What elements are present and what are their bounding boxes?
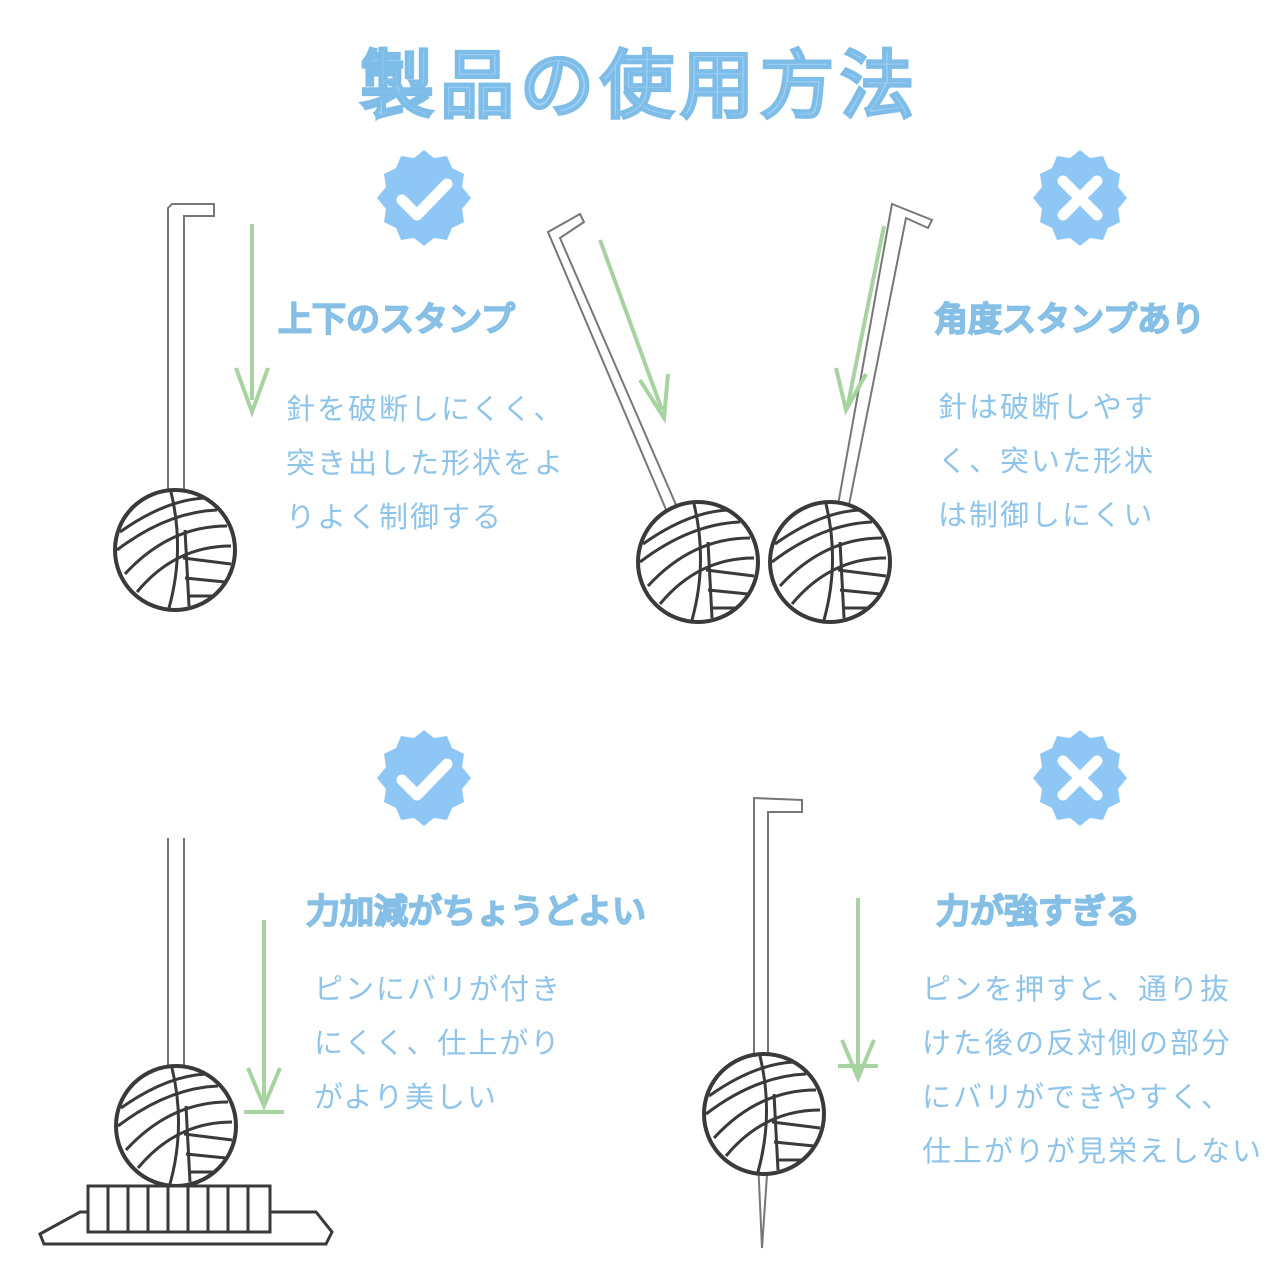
description-line: りよく制御する [286, 500, 504, 534]
yarn-ball-3 [768, 500, 892, 624]
section-heading-correct-pressure: 力加減がちょうどよい [305, 891, 647, 933]
needle-angled-right [834, 202, 934, 522]
description-line: にバリができやすく、 [922, 1080, 1233, 1114]
section-description-correct-pressure: ピンにバリが付き にくく、仕上がり がより美しい [314, 962, 562, 1124]
cross-badge-icon [1033, 730, 1127, 826]
section-description-too-strong: ピンを押すと、通り抜 けた後の反対側の部分 にバリができやすく、 仕上がりが見栄… [922, 962, 1263, 1178]
arrow-down-5 [838, 898, 878, 1084]
description-line: く、突いた形状 [938, 444, 1156, 478]
foam-mat [38, 1184, 334, 1246]
description-line: ピンにバリが付き [314, 972, 563, 1006]
section-description-angled: 針は破断しやす く、突いた形状 は制御しにくい [938, 380, 1155, 542]
section-heading-up-down: 上下のスタンプ [277, 299, 515, 341]
arrow-diagonal-2 [598, 239, 670, 425]
yarn-ball-4 [114, 1064, 238, 1188]
arrow-diagonal-3 [834, 225, 886, 416]
section-heading-angled: 角度スタンプあり [933, 299, 1205, 341]
checkmark-badge-icon [377, 730, 471, 826]
needle-too-strong [753, 796, 803, 1249]
description-line: 針は破断しやす [938, 390, 1155, 424]
arrow-down-4 [244, 920, 284, 1114]
description-line: 針を破断しにくく、 [286, 392, 565, 426]
section-heading-too-strong: 力が強すぎる [935, 891, 1141, 933]
description-line: けた後の反対側の部分 [922, 1026, 1233, 1060]
yarn-ball-5 [702, 1052, 826, 1176]
description-line: がより美しい [314, 1080, 498, 1114]
description-line: は制御しにくい [938, 498, 1155, 532]
page-title: 製品の使用方法 [359, 42, 920, 130]
description-line: にくく、仕上がり [314, 1026, 562, 1060]
description-line: 突き出した形状をよ [286, 446, 566, 480]
description-line: 仕上がりが見栄えしない [922, 1134, 1264, 1168]
cross-badge-icon [1033, 150, 1127, 246]
section-description-up-down: 針を破断しにくく、 突き出した形状をよ りよく制御する [286, 382, 565, 544]
description-line: ピンを押すと、通り抜 [922, 972, 1231, 1006]
yarn-ball-1 [113, 488, 237, 612]
yarn-ball-2 [636, 500, 760, 624]
arrow-down-1 [234, 224, 270, 418]
checkmark-badge-icon [377, 150, 471, 246]
